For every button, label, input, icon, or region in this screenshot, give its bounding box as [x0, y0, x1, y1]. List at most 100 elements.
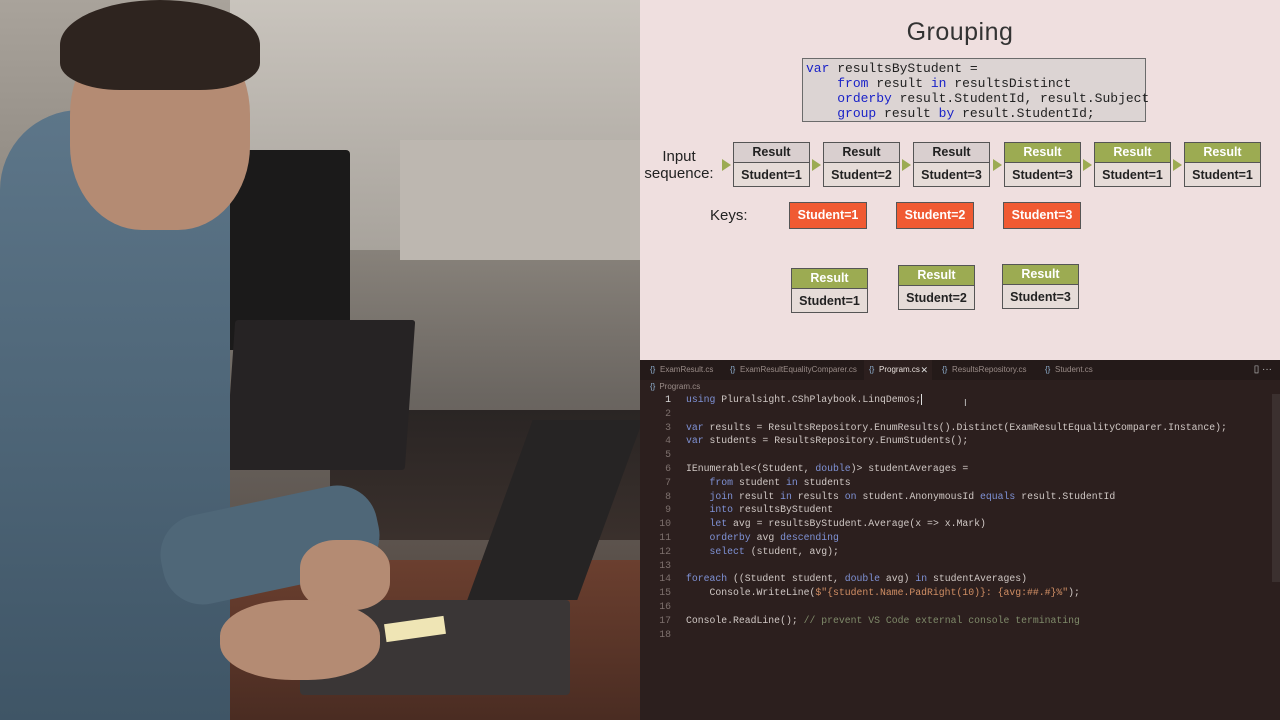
close-tab-icon[interactable]: ✕ [920, 365, 928, 375]
code-line[interactable]: 12 select (student, avg); [640, 545, 1270, 559]
code-text: result.StudentId [1015, 490, 1116, 502]
line-number: 16 [659, 600, 671, 612]
code-keyword: into [709, 504, 734, 516]
scrollbar[interactable] [1272, 394, 1280, 582]
result-header: Result [734, 143, 809, 163]
code-keyword: join [709, 490, 734, 502]
code-line[interactable]: 15 Console.WriteLine($"{student.Name.Pad… [640, 586, 1270, 600]
line-content: select (student, avg); [686, 545, 839, 559]
code-keyword: using [686, 394, 716, 405]
line-number: 15 [659, 587, 671, 599]
code-line[interactable]: 13 [640, 559, 1270, 573]
editor-actions[interactable]: ▯ ··· [1253, 364, 1272, 375]
result-body: Student=2 [906, 291, 967, 305]
result-body: Student=1 [799, 294, 860, 308]
result-body: Student=1 [741, 168, 802, 182]
code-text: results = ResultsRepository.EnumResults(… [703, 421, 1227, 433]
line-number: 3 [665, 421, 671, 433]
code-text [806, 91, 837, 106]
line-number: 7 [665, 476, 671, 488]
code-keyword: let [709, 518, 728, 530]
result-header: Result [1185, 143, 1260, 163]
code-text: )> studentAverages = [850, 462, 969, 474]
code-text: result [733, 490, 781, 502]
sequence-arrow-icon [722, 159, 731, 171]
code-keyword: var [806, 61, 830, 76]
tab-resultsrepository-cs[interactable]: {}ResultsRepository.cs [937, 360, 1040, 380]
sequence-arrow-icon [812, 159, 821, 171]
csharp-file-icon: {} [650, 382, 656, 391]
key-box: Student=3 [1003, 202, 1081, 229]
csharp-file-icon: {} [730, 365, 736, 374]
code-line[interactable]: 16 [640, 600, 1270, 614]
result-header: Result [824, 143, 899, 163]
tab-student-cs[interactable]: {}Student.cs [1040, 360, 1112, 380]
line-number: 14 [659, 573, 671, 585]
line-content: from student in students [686, 476, 851, 490]
slide-panel: Grouping var resultsByStudent = from res… [640, 0, 1280, 360]
line-content: using Pluralsight.CShPlaybook.LinqDemos; [686, 393, 923, 407]
sequence-arrow-icon [902, 159, 911, 171]
line-number: 18 [659, 628, 671, 640]
csharp-file-icon: {} [942, 365, 948, 374]
code-text: resultsByStudent [733, 504, 834, 516]
line-number: 13 [659, 559, 671, 571]
code-line[interactable]: 18 [640, 628, 1270, 642]
line-number: 8 [665, 490, 671, 502]
code-line[interactable]: 8 join result in results on student.Anon… [640, 490, 1270, 504]
code-text: IEnumerable<(Student, [686, 462, 816, 474]
line-number: 10 [659, 518, 671, 530]
tab-program-cs[interactable]: {}Program.cs✕ [864, 360, 932, 380]
code-editor: {}ExamResult.cs{}ExamResultEqualityCompa… [640, 360, 1280, 720]
line-content: Console.ReadLine(); // prevent VS Code e… [686, 614, 1080, 628]
code-keyword: foreach [686, 573, 728, 585]
code-line[interactable]: 11 orderby avg descending [640, 531, 1270, 545]
key-box: Student=2 [896, 202, 974, 229]
tab-examresult-cs[interactable]: {}ExamResult.cs [645, 360, 723, 380]
code-text: result.StudentId; [954, 106, 1095, 121]
code-line[interactable]: 7 from student in students [640, 476, 1270, 490]
code-text: avg) [880, 573, 916, 585]
line-content: let avg = resultsByStudent.Average(x => … [686, 517, 986, 531]
tab-label: ExamResult.cs [660, 365, 714, 374]
code-keyword: by [938, 106, 955, 121]
line-number: 2 [665, 407, 671, 419]
line-content: Console.WriteLine($"{student.Name.PadRig… [686, 586, 1080, 600]
code-text [686, 504, 710, 515]
result-body: Student=3 [1012, 168, 1073, 182]
tab-label: ExamResultEqualityComparer.cs [740, 365, 857, 374]
result-body: Student=3 [921, 168, 982, 182]
code-keyword: from [837, 76, 869, 91]
code-text [686, 477, 710, 488]
code-text: resultsByStudent = [829, 61, 978, 76]
code-text: result [876, 106, 939, 121]
code-text: Console.WriteLine( [686, 587, 816, 599]
code-text: avg = resultsByStudent.Average(x => x.Ma… [727, 518, 986, 530]
code-line[interactable]: 9 into resultsByStudent [640, 503, 1270, 517]
line-number: 11 [659, 531, 671, 543]
code-line[interactable]: 10 let avg = resultsByStudent.Average(x … [640, 517, 1270, 531]
line-number: 9 [665, 504, 671, 516]
code-text: resultsDistinct [946, 76, 1072, 91]
code-keyword: on [844, 490, 857, 502]
breadcrumb-file[interactable]: Program.cs [659, 382, 701, 391]
code-text [686, 518, 710, 529]
code-text [686, 491, 710, 502]
code-keyword: select [709, 545, 745, 557]
result-header: Result [792, 269, 867, 289]
result-body: Student=1 [1102, 168, 1163, 182]
tab-examresultequalitycomparer-cs[interactable]: {} ExamResultEqualityComparer.cs [725, 360, 859, 380]
code-line[interactable]: 2 [640, 407, 1270, 421]
code-line[interactable]: 5 [640, 448, 1270, 462]
